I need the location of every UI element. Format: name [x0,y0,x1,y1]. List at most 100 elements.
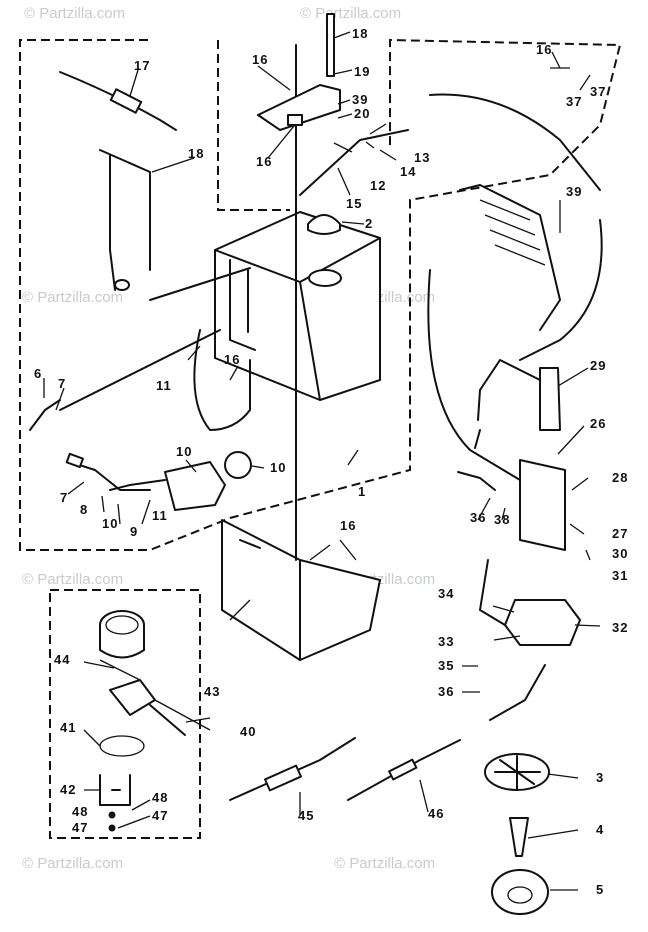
pump-fitting [109,479,166,491]
hose-18-sleeve [109,88,143,114]
strainer-base-inner [507,886,533,904]
callout-33: 35 [438,658,454,673]
callout-46: 46 [428,806,444,821]
engine-bottom-hose [489,664,546,721]
leader-lines [43,31,601,891]
clamp-41 [99,774,131,806]
hose-17 [99,149,151,291]
oil-meter-window [105,615,139,635]
callout-16: 16 [536,42,552,57]
callout-7: 7 [60,490,68,505]
callout-47: 47 [72,820,88,835]
callout-32: 34 [438,586,454,601]
watermark-text: © Partzilla.com [334,855,435,872]
fuel-pump-assembly [457,359,581,646]
hose-17-fitting [114,279,130,291]
callout-4: 4 [596,822,604,837]
callout-39: 40 [240,724,256,739]
oil-hose-6 [29,399,61,431]
callout-37: 37 [590,84,606,99]
oil-filter-24 [519,459,566,551]
engine-side-hose [427,219,603,481]
group-boundaries [19,38,622,839]
callout-23: 20 [354,106,370,121]
engine-cylinder-head [429,93,601,331]
callout-42: 43 [204,684,220,699]
washer-48 [108,811,116,819]
harness-29 [474,359,541,449]
callout-48: 48 [152,790,168,805]
bolt-22 [326,13,335,77]
oil-tank-bracket [229,259,256,351]
oil-hoses [29,44,603,721]
callout-31: 33 [438,634,454,649]
oil-pump-body [164,461,226,511]
callout-10: 11 [152,508,168,523]
callout-43: 44 [54,652,70,667]
callout-24: 26 [590,416,606,431]
sender-rod [149,704,186,736]
watermark-text: © Partzilla.com [300,5,401,22]
callout-7: 7 [58,376,66,391]
callout-18: 17 [134,58,150,73]
callout-45: 39 [352,92,368,107]
oil-tank-cap [307,214,341,235]
lower-hoses [229,737,461,801]
callout-12: 10 [270,460,286,475]
hose-46-sleeve [388,758,418,781]
grommet-21 [287,114,303,126]
watermark-layer: © Partzilla.com © Partzilla.com © Partzi… [22,5,435,872]
callout-6: 6 [34,366,42,381]
callout-19: 16 [340,518,356,533]
oil-filler-neck [308,269,342,287]
callout-25: 27 [612,526,628,541]
oil-meter-body [99,625,145,659]
leader-line [43,31,601,891]
engine-outline [429,93,601,331]
strainer-base-5 [491,869,549,915]
pump-lead-30 [479,559,506,626]
callout-26: 28 [612,470,628,485]
callout-15: 13 [414,150,430,165]
hose-joint-7 [65,452,84,469]
callout-40: 41 [60,720,76,735]
plate-fold [239,539,301,661]
upper-left-group-boundary [19,38,622,551]
callout-21: 16 [256,154,272,169]
callout-13: 11 [156,378,172,393]
callout-36: 37 [566,94,582,109]
callout-8: 8 [80,502,88,517]
oil-pump-assembly [65,451,252,511]
callout-14: 12 [370,178,386,193]
oil-tank-top-edge [214,237,381,401]
hose-44 [229,737,356,801]
hose-44-sleeve [264,764,302,792]
fuel-pump-30 [504,599,581,646]
callout-22: 18 [352,26,368,41]
watermark-text: © Partzilla.com [22,855,123,872]
callout-30: 32 [612,620,628,635]
callout-34: 36 [438,684,454,699]
callout-11: 10 [176,444,192,459]
vent-hose-32 [299,129,409,196]
oil-line-to-pump [69,461,151,491]
sender-42 [109,679,156,716]
callout-41: 42 [60,782,76,797]
washer-47 [108,824,116,832]
oil-pump-pulley [224,451,252,479]
callout-47: 47 [152,808,168,823]
connector-29 [539,367,561,431]
callout-5: 5 [596,882,604,897]
callout-9: 9 [130,524,138,539]
oil-meter-assembly [99,610,186,832]
callout-23: 19 [354,64,370,79]
callout-16: 15 [346,196,362,211]
gauge-group-boundary [49,589,201,839]
callout-17: 18 [188,146,204,161]
callout-38: 39 [566,184,582,199]
oil-feed-line [59,267,251,411]
strainer-parts [484,753,550,915]
oil-tank-assembly [214,211,381,661]
callout-37: 38 [494,512,510,527]
